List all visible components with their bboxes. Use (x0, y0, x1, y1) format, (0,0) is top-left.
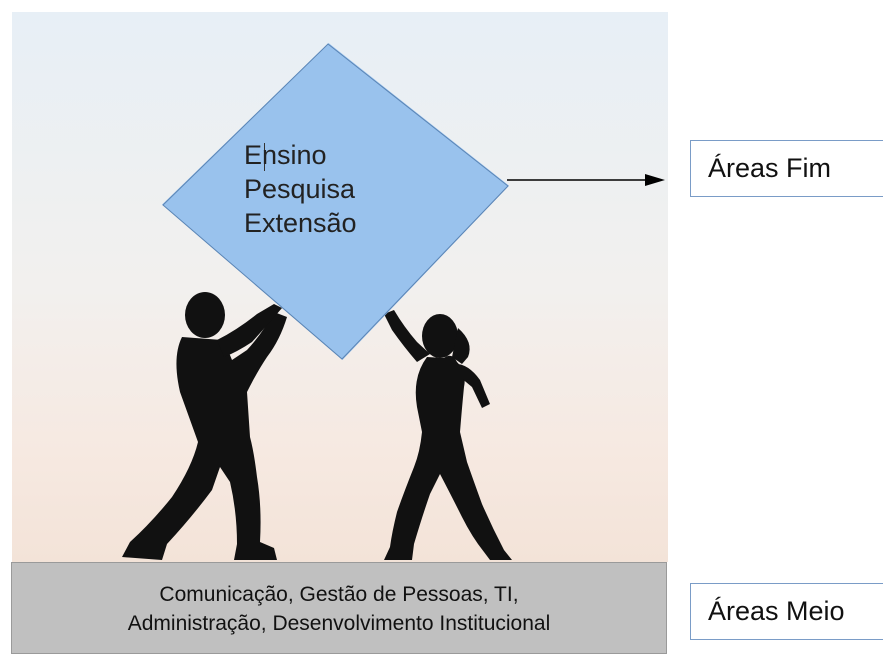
diamond-text: Ensino Pesquisa Extensão (244, 138, 424, 240)
support-areas-line1: Comunicação, Gestão de Pessoas, TI, (159, 583, 519, 606)
text-cursor (264, 143, 265, 171)
diamond-line-ensino: Ensino (244, 140, 327, 170)
man-silhouette (122, 292, 287, 560)
areas-fim-label: Áreas Fim (690, 140, 883, 197)
support-areas-line2: Administração, Desenvolvimento Instituci… (127, 612, 551, 635)
woman-silhouette (384, 310, 512, 560)
background-photo: Ensino Pesquisa Extensão (12, 12, 668, 562)
diamond-line-extensao: Extensão (244, 208, 357, 238)
support-areas-bar: Comunicação, Gestão de Pessoas, TI, Admi… (11, 562, 667, 654)
diamond-line-pesquisa: Pesquisa (244, 174, 356, 204)
areas-meio-label: Áreas Meio (690, 583, 883, 640)
arrow-to-areas-fim (507, 174, 665, 186)
